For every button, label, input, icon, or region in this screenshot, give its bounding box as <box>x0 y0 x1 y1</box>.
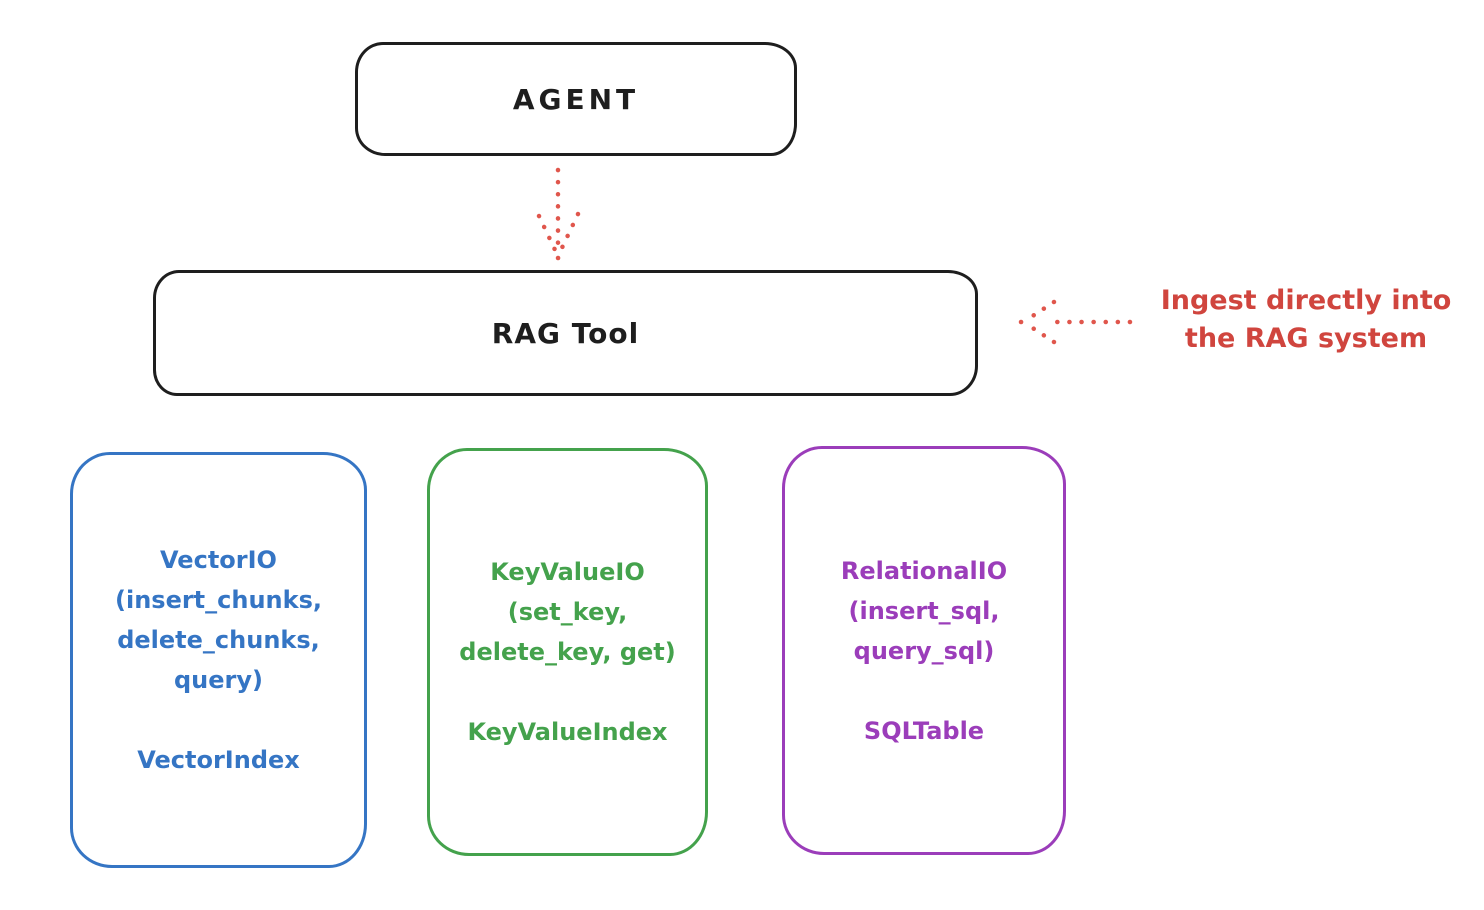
rag-tool-box: RAG Tool <box>153 270 978 396</box>
sql-table-label: SQLTable <box>863 716 985 745</box>
keyvalue-io-interface-label: KeyValueIO (set_key, delete_key, get) <box>459 558 676 666</box>
keyvalue-io-box: KeyValueIO (set_key, delete_key, get) Ke… <box>427 448 708 856</box>
agent-to-ragtool-arrow <box>536 167 581 261</box>
vector-io-interface-label: VectorIO (insert_chunks, delete_chunks, … <box>115 546 322 694</box>
keyvalue-index-label: KeyValueIndex <box>467 718 668 746</box>
vector-io-box: VectorIO (insert_chunks, delete_chunks, … <box>70 452 367 868</box>
relational-io-box: RelationalIO (insert_sql, query_sql) SQL… <box>782 446 1066 855</box>
ingest-annotation: Ingest directly into the RAG system <box>1160 285 1452 354</box>
agent-label: AGENT <box>512 82 640 116</box>
relational-io-interface-label: RelationalIO (insert_sql, query_sql) <box>840 556 1008 665</box>
ingest-annotation-arrow <box>1018 299 1133 345</box>
vector-index-label: VectorIndex <box>137 746 300 774</box>
agent-box: AGENT <box>355 42 797 156</box>
rag-tool-label: RAG Tool <box>491 316 640 350</box>
